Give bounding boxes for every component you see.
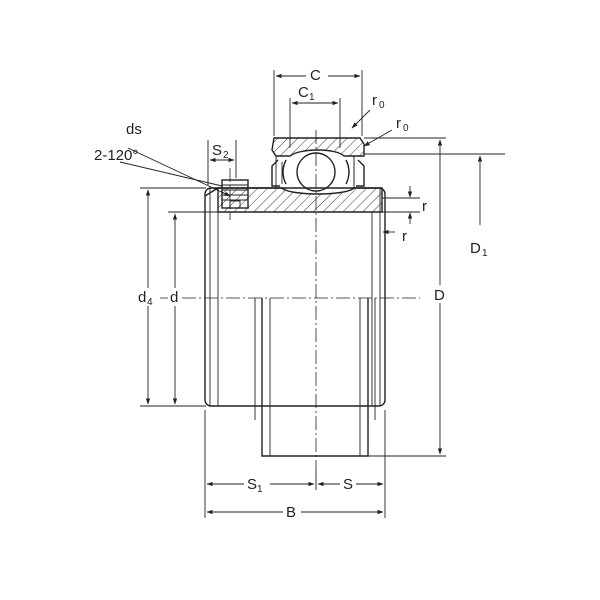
- label-d4-sub: 4: [147, 297, 153, 308]
- label-r0-top-sub: 0: [379, 100, 385, 111]
- label-ds: ds: [126, 121, 142, 138]
- label-C1: C: [298, 84, 309, 101]
- outer-ring-section: [271, 137, 365, 188]
- label-d4: d: [138, 289, 146, 306]
- label-D: D: [434, 287, 445, 304]
- dimension-labels: C C 1 r 0 r 0 ds 2-120° S 2 r r D 1 D d …: [94, 66, 488, 521]
- label-r-top: r: [422, 198, 427, 215]
- label-S1-sub: 1: [257, 484, 263, 495]
- label-r0-bottom: r: [396, 115, 401, 132]
- label-C1-sub: 1: [309, 92, 315, 103]
- label-D1-sub: 1: [482, 248, 488, 259]
- label-angle: 2-120°: [94, 147, 138, 164]
- inner-ring-outline: [204, 187, 386, 407]
- seals: [271, 159, 365, 187]
- label-S2-sub: 2: [223, 150, 229, 161]
- label-d: d: [170, 289, 178, 306]
- label-r0-bottom-sub: 0: [403, 123, 409, 134]
- label-S: S: [343, 476, 353, 493]
- label-C: C: [310, 67, 321, 84]
- label-S1: S: [247, 476, 257, 493]
- label-r-bottom: r: [402, 228, 407, 245]
- outer-ring-outline: [254, 298, 376, 457]
- label-D1: D: [470, 240, 481, 257]
- label-S2: S: [212, 142, 222, 159]
- label-r0-top: r: [372, 92, 377, 109]
- extension-lines: [140, 70, 505, 518]
- label-B: B: [286, 504, 296, 521]
